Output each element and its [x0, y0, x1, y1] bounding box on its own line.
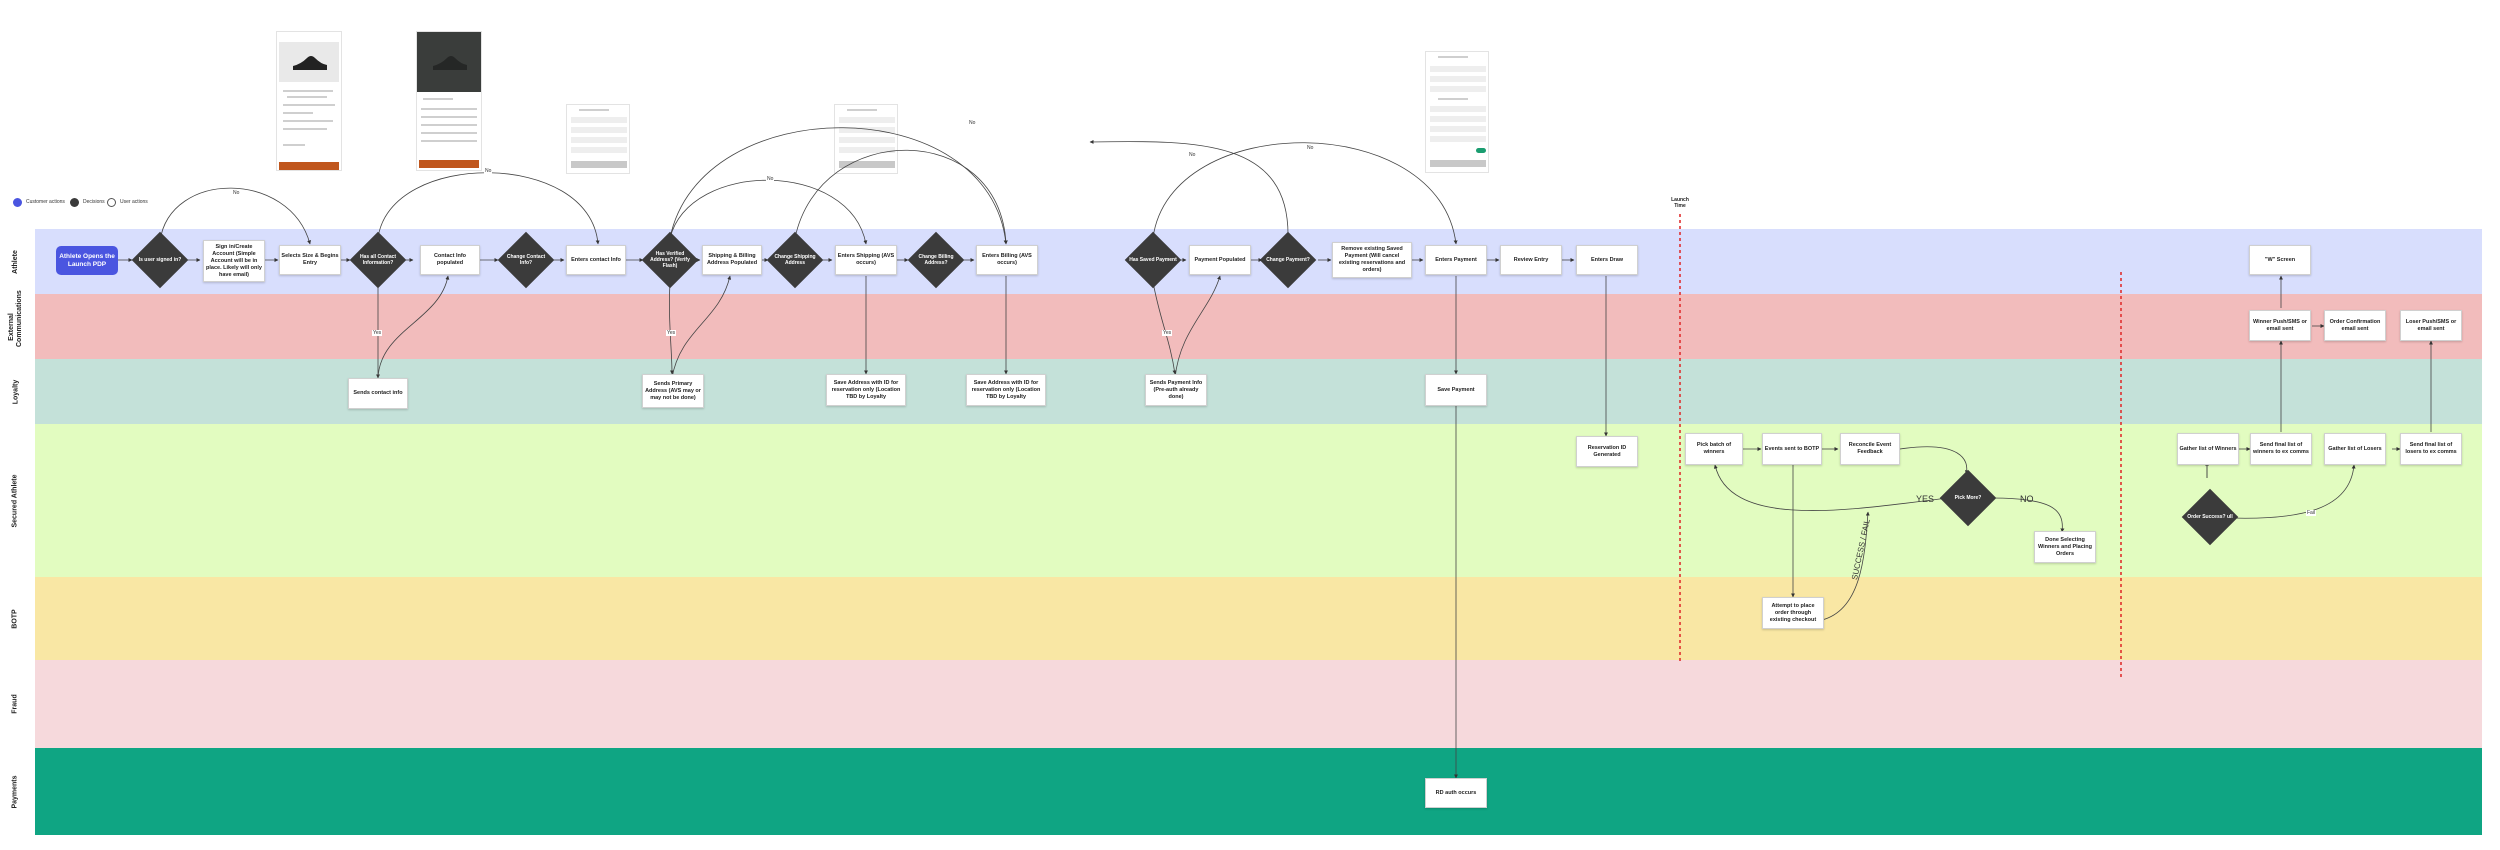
- address-form-mockup: [834, 104, 898, 174]
- node-enters-billing[interactable]: Enters Billing (AVS occurs): [976, 245, 1038, 275]
- decision-verified-address: Has Verified Address? (Verify Flash): [650, 251, 690, 269]
- decision-order-success: Order Success? ull: [2187, 514, 2233, 520]
- node-review-entry[interactable]: Review Entry: [1500, 245, 1562, 275]
- decision-change-shipping: Change Shipping Address: [774, 254, 816, 266]
- node-save-ship-addr[interactable]: Save Address with ID for reservation onl…: [826, 374, 906, 406]
- edge-label-no: No: [232, 190, 241, 196]
- node-loser-push[interactable]: Loser Push/SMS or email sent: [2400, 310, 2462, 341]
- node-events-sent[interactable]: Events sent to BOTP: [1762, 433, 1822, 465]
- legend-user-actions-label: User actions: [120, 199, 148, 205]
- node-send-losers[interactable]: Send final list of losers to ex comms: [2400, 433, 2462, 465]
- lane-botp: [35, 577, 2482, 660]
- decision-change-billing: Change Billing Address?: [918, 254, 954, 266]
- node-sends-payment[interactable]: Sends Payment Info (Pre-auth already don…: [1145, 374, 1207, 406]
- customer-actions-dot: [13, 197, 22, 207]
- node-winner-push[interactable]: Winner Push/SMS or email sent: [2249, 310, 2311, 341]
- edge-label-fail: Fail: [2306, 510, 2317, 516]
- edge-label-yes: Yes: [1162, 330, 1173, 336]
- lane-loyalty: [35, 359, 2482, 424]
- decisions-dot: [70, 197, 79, 207]
- legend-decisions-label: Decisions: [83, 199, 105, 205]
- launch-time-label: Launch Time: [1671, 197, 1689, 209]
- start-node[interactable]: Athlete Opens the Launch PDP: [56, 246, 118, 275]
- node-save-payment[interactable]: Save Payment: [1425, 374, 1487, 406]
- lane-payments: [35, 748, 2482, 835]
- edge-label-no: No: [968, 120, 977, 126]
- node-shipping-billing[interactable]: Shipping & Billing Address Populated: [702, 245, 762, 275]
- decision-saved-payment: Has Saved Payment: [1129, 257, 1177, 263]
- node-gather-losers[interactable]: Gather list of Losers: [2324, 433, 2386, 465]
- node-enters-shipping[interactable]: Enters Shipping (AVS occurs): [835, 245, 897, 275]
- node-sends-primary[interactable]: Sends Primary Address (AVS may or may no…: [642, 374, 704, 408]
- node-reconcile[interactable]: Reconcile Event Feedback: [1840, 433, 1900, 465]
- node-remove-payment[interactable]: Remove existing Saved Payment (Will canc…: [1332, 242, 1412, 278]
- edge-label-no: No: [484, 168, 493, 174]
- decision-contact-info: Has all Contact Information?: [359, 254, 397, 266]
- edge-label-no: No: [1188, 152, 1197, 158]
- legend-customer-actions: Customer actions: [13, 196, 65, 208]
- edge-label-no: No: [766, 176, 775, 182]
- edge-label-yes-big: YES: [1916, 494, 1935, 504]
- legend-customer-actions-label: Customer actions: [26, 199, 65, 205]
- legend-decisions: Decisions: [70, 196, 105, 208]
- contact-form-mockup: [566, 104, 630, 174]
- node-selects-size[interactable]: Selects Size & Begins Entry: [279, 245, 341, 275]
- node-sends-contact[interactable]: Sends contact info: [348, 378, 408, 409]
- edge-label-no: No: [1306, 145, 1315, 151]
- edge-label-yes: Yes: [666, 330, 677, 336]
- pdp-mockup-2: [416, 31, 482, 171]
- node-contact-populated[interactable]: Contact Info populated: [420, 245, 480, 275]
- decision-change-contact: Change Contact Info?: [506, 254, 546, 266]
- shoe-icon: [293, 56, 327, 70]
- node-save-bill-addr[interactable]: Save Address with ID for reservation onl…: [966, 374, 1046, 406]
- node-enters-contact[interactable]: Enters contact Info: [566, 245, 626, 275]
- node-gather-winners[interactable]: Gather list of Winners: [2177, 433, 2239, 465]
- edge-label-no-big: NO: [2020, 494, 2034, 504]
- payment-form-mockup: [1425, 51, 1489, 173]
- node-payment-populated[interactable]: Payment Populated: [1189, 245, 1251, 275]
- node-signin[interactable]: Sign in/Create Account (Simple Account w…: [203, 240, 265, 282]
- node-done-selecting[interactable]: Done Selecting Winners and Placing Order…: [2034, 531, 2096, 563]
- node-enters-payment[interactable]: Enters Payment: [1425, 245, 1487, 275]
- node-send-winners[interactable]: Send final list of winners to ex comms: [2250, 433, 2312, 465]
- lane-fraud: [35, 660, 2482, 748]
- enter-button-mock: [279, 162, 339, 170]
- shoe-icon: [433, 56, 467, 70]
- node-attempt-order[interactable]: Attempt to place order through existing …: [1762, 597, 1824, 629]
- legend-user-actions: User actions: [107, 196, 148, 208]
- node-reservation-id[interactable]: Reservation ID Generated: [1576, 436, 1638, 467]
- node-rd-auth[interactable]: RD auth occurs: [1425, 778, 1487, 808]
- decision-signed-in: Is user signed in?: [138, 257, 182, 263]
- node-pick-batch[interactable]: Pick batch of winners: [1685, 433, 1743, 465]
- node-w-screen[interactable]: "W" Screen: [2249, 245, 2311, 275]
- user-actions-dot: [107, 197, 116, 207]
- pdp-mockup-1: [276, 31, 342, 171]
- edge-label-yes: Yes: [372, 330, 383, 336]
- node-enters-draw[interactable]: Enters Draw: [1576, 245, 1638, 275]
- decision-change-payment: Change Payment?: [1266, 257, 1310, 263]
- node-order-confirm[interactable]: Order Confirmation email sent: [2324, 310, 2386, 341]
- decision-pick-more: Pick More?: [1954, 495, 1982, 501]
- submit-button-mock: [419, 160, 479, 168]
- lane-external-communications: [35, 294, 2482, 359]
- save-toggle-mock: [1476, 148, 1486, 153]
